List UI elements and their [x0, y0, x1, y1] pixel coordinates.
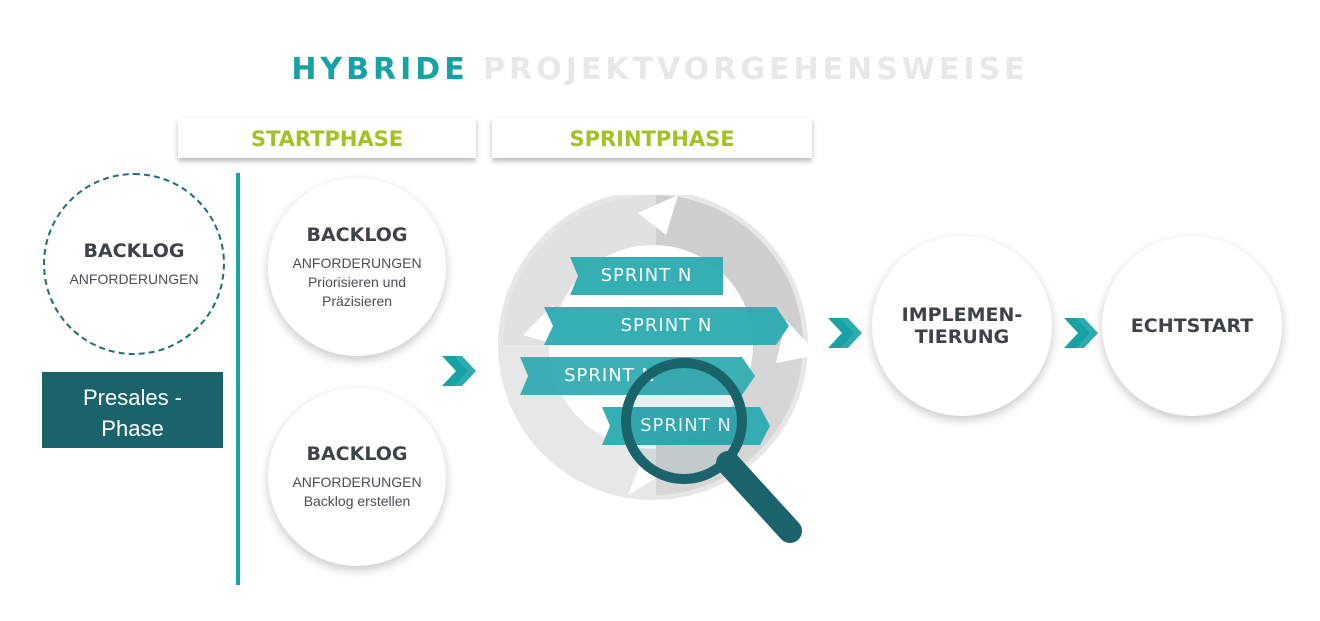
golive-circle: ECHTSTART	[1102, 236, 1282, 416]
presales-backlog-subtitle: ANFORDERUNGEN	[69, 270, 199, 287]
startphase-header: STARTPHASE	[178, 118, 476, 158]
backlog-bottom-subtitle: ANFORDERUNGEN	[292, 474, 422, 490]
phase-divider-line	[236, 173, 240, 585]
golive-label: ECHTSTART	[1130, 315, 1254, 337]
sprint-label-3: SPRINT N	[564, 365, 656, 386]
backlog-bottom-title: BACKLOG	[306, 443, 408, 465]
backlog-bottom-line2: Backlog erstellen	[303, 493, 411, 509]
backlog-prioritize-circle: BACKLOG ANFORDERUNGEN Priorisieren und P…	[268, 178, 446, 356]
implementation-line1: IMPLEMEN-	[901, 304, 1023, 326]
backlog-create-circle: BACKLOG ANFORDERUNGEN Backlog erstellen	[268, 388, 446, 566]
double-chevron-icon	[826, 314, 864, 352]
magnifier-icon	[618, 353, 818, 553]
cycle-arrows-icon	[498, 190, 818, 500]
backlog-top-line3: Präzisieren	[321, 292, 393, 309]
implementation-line2: TIERUNG	[914, 326, 1010, 348]
sprint-cycle-graphic: SPRINT N SPRINT N SPRINT N SPRINT N	[498, 190, 818, 555]
double-chevron-icon	[1062, 314, 1100, 352]
presales-line1: Presales -	[82, 385, 183, 410]
implementation-circle: IMPLEMEN- TIERUNG	[872, 236, 1052, 416]
presales-backlog-title: BACKLOG	[83, 239, 185, 262]
backlog-top-subtitle: ANFORDERUNGEN	[292, 254, 422, 271]
sprint-label-1: SPRINT N	[600, 265, 693, 286]
backlog-top-title: BACKLOG	[306, 223, 408, 246]
presales-backlog-circle: BACKLOG ANFORDERUNGEN	[43, 173, 225, 355]
sprintphase-header: SPRINTPHASE	[492, 118, 812, 158]
double-chevron-icon	[440, 352, 478, 390]
title-part-projektvorgehensweise: PROJEKTVORGEHENSWEISE	[483, 52, 1029, 87]
page-title: HYBRIDE PROJEKTVORGEHENSWEISE	[0, 52, 1320, 87]
backlog-top-line2: Priorisieren und	[307, 273, 407, 290]
presales-line2: Phase	[101, 416, 164, 441]
sprint-label-4: SPRINT N	[602, 415, 770, 436]
presales-phase-box: Presales - Phase	[42, 372, 223, 448]
sprint-label-2: SPRINT N	[620, 315, 713, 336]
title-part-hybride: HYBRIDE	[291, 52, 469, 87]
